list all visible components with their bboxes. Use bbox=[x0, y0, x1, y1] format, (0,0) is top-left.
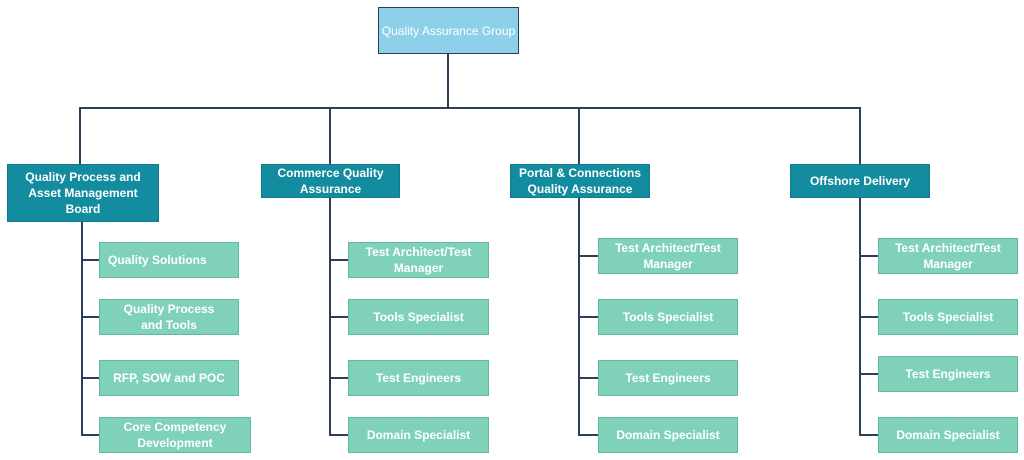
role-node[interactable]: Test Architect/Test Manager bbox=[348, 242, 489, 278]
role-node[interactable]: Domain Specialist bbox=[878, 417, 1018, 453]
dept-node-quality-process[interactable]: Quality Process and Asset Management Boa… bbox=[7, 164, 159, 222]
root-node[interactable]: Quality Assurance Group bbox=[378, 7, 519, 54]
role-node[interactable]: Test Architect/Test Manager bbox=[598, 238, 738, 274]
role-node[interactable]: Tools Specialist bbox=[598, 299, 738, 335]
role-node[interactable]: Domain Specialist bbox=[598, 417, 738, 453]
dept-node-offshore[interactable]: Offshore Delivery bbox=[790, 164, 930, 198]
role-node[interactable]: Core Competency Development bbox=[99, 417, 251, 453]
dept-node-portal-qa[interactable]: Portal & Connections Quality Assurance bbox=[510, 164, 650, 198]
role-node[interactable]: Test Engineers bbox=[348, 360, 489, 396]
role-node[interactable]: Tools Specialist bbox=[348, 299, 489, 335]
dept-node-commerce-qa[interactable]: Commerce Quality Assurance bbox=[261, 164, 400, 198]
role-node[interactable]: Quality Solutions bbox=[99, 242, 239, 278]
role-node[interactable]: Test Engineers bbox=[878, 356, 1018, 392]
role-node[interactable]: Test Engineers bbox=[598, 360, 738, 396]
role-node[interactable]: Test Architect/Test Manager bbox=[878, 238, 1018, 274]
role-node[interactable]: Domain Specialist bbox=[348, 417, 489, 453]
role-node[interactable]: Quality Process and Tools bbox=[99, 299, 239, 335]
role-node[interactable]: Tools Specialist bbox=[878, 299, 1018, 335]
role-node[interactable]: RFP, SOW and POC bbox=[99, 360, 239, 396]
